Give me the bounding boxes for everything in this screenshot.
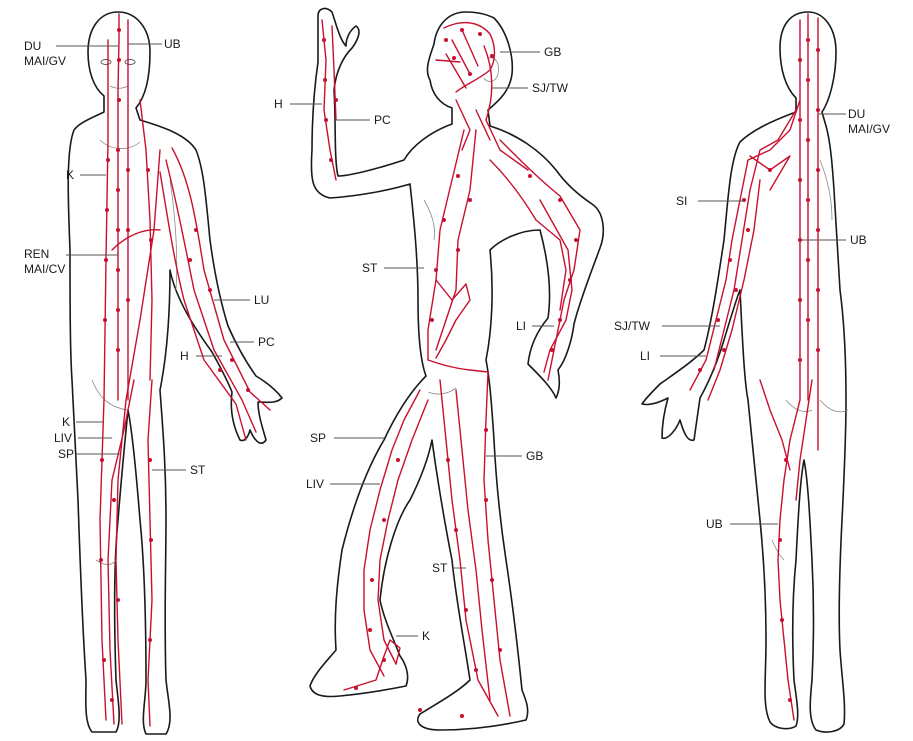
side-label-gb-head: GB (544, 45, 561, 59)
front-label-st: ST (190, 463, 206, 477)
front-label-k-upper: K (66, 168, 74, 182)
front-body-outline (68, 12, 282, 734)
side-body-outline (310, 9, 603, 730)
back-body-outline (642, 12, 846, 732)
front-label-liv: LIV (54, 431, 72, 445)
front-label-du-1: DU (24, 39, 41, 53)
back-label-sj: SJ/TW (614, 319, 651, 333)
side-label-st-leg: ST (432, 561, 448, 575)
back-label-ub-lower: UB (706, 517, 723, 531)
side-label-h: H (274, 97, 283, 111)
back-label-si: SI (676, 194, 687, 208)
side-label-gb-leg: GB (526, 449, 543, 463)
front-label-du-2: MAI/GV (24, 54, 66, 68)
front-label-h: H (180, 349, 189, 363)
side-label-sj: SJ/TW (532, 81, 569, 95)
front-label-ren-1: REN (24, 247, 49, 261)
front-label-pc: PC (258, 335, 275, 349)
front-label-k-lower: K (62, 415, 70, 429)
side-label-st-torso: ST (362, 261, 378, 275)
back-figure: DU MAI/GV SI UB SJ/TW LI UB (614, 12, 890, 732)
side-label-k: K (422, 629, 430, 643)
front-label-ren-2: MAI/CV (24, 262, 65, 276)
back-label-ub-upper: UB (850, 233, 867, 247)
front-label-lu: LU (254, 293, 269, 307)
back-label-du-2: MAI/GV (848, 122, 890, 136)
front-label-sp: SP (58, 447, 74, 461)
front-figure: DU MAI/GV UB K REN MAI/CV LU PC H K LIV … (24, 12, 282, 734)
front-label-ub: UB (164, 37, 181, 51)
back-label-du-1: DU (848, 107, 865, 121)
side-label-liv: LIV (306, 477, 324, 491)
side-label-li: LI (516, 319, 526, 333)
back-label-li: LI (640, 349, 650, 363)
side-label-pc: PC (374, 113, 391, 127)
side-label-sp: SP (310, 431, 326, 445)
side-figure: GB SJ/TW H PC ST LI SP GB LIV ST K (274, 9, 603, 730)
